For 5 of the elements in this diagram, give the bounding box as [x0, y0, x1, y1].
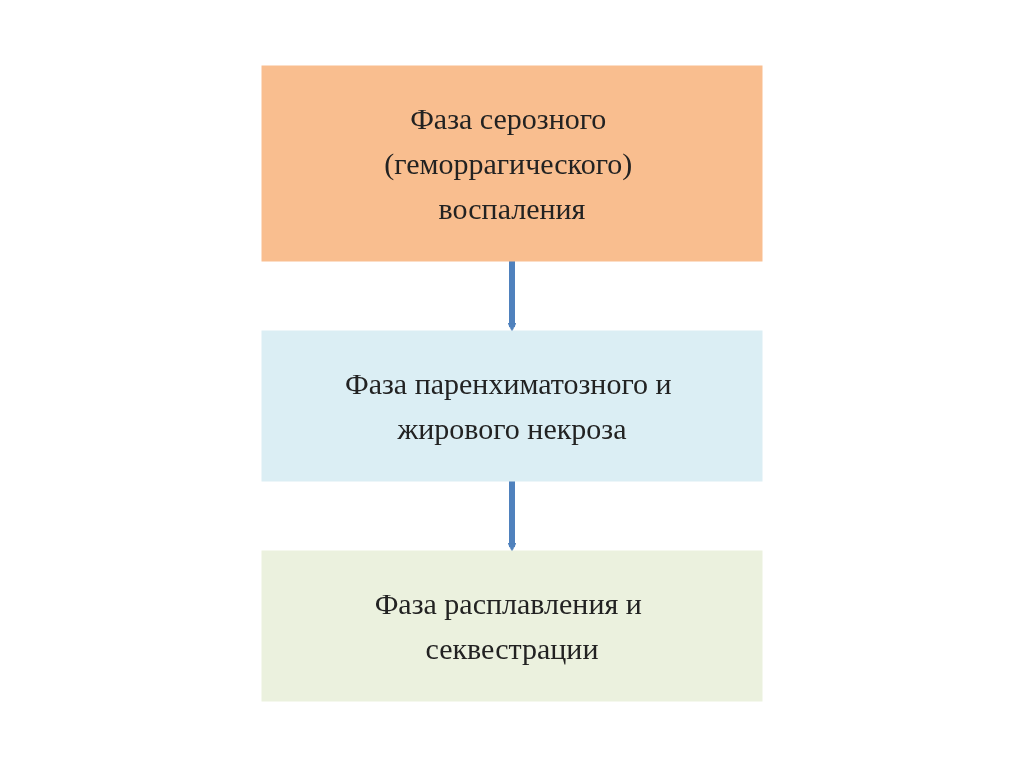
arrow: [507, 481, 517, 552]
arrow: [507, 261, 517, 332]
node-box: Фаза паренхиматозного и жирового некроза: [261, 330, 763, 482]
node-box: Фаза серозного (геморрагического) воспаления: [261, 65, 763, 262]
node-box: Фаза расплавления и секвестрации: [261, 550, 763, 702]
